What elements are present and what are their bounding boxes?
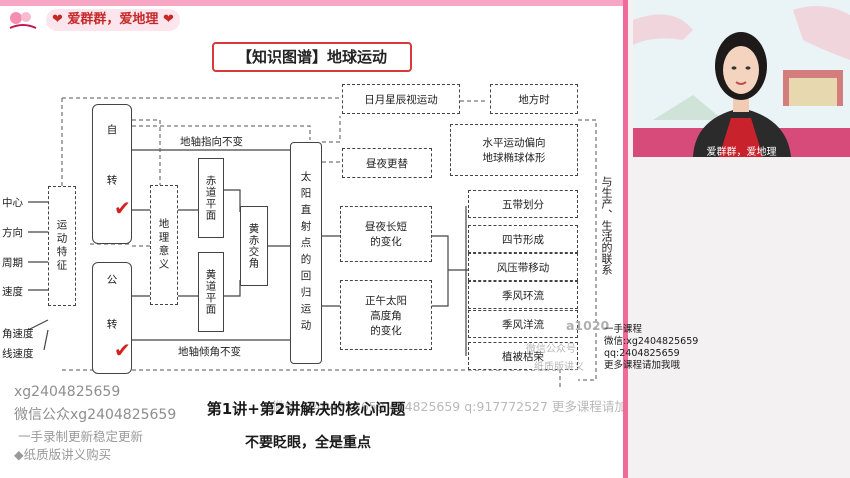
side-note-2: 微信:xg2404825659 [604, 336, 698, 348]
geo-significance-box: 地理意义 [150, 185, 178, 305]
side-note-1: 一手课程 [604, 324, 698, 336]
day-length-line2: 的变化 [370, 234, 402, 249]
noon-sun-box: 正午太阳 高度角 的变化 [340, 280, 432, 350]
watermark-3: 一手录制更新稳定更新 [18, 426, 143, 445]
side-note-4: 更多课程请加我哦 [604, 360, 698, 372]
revolution-check-icon: ✔ [114, 338, 131, 362]
teacher-video-frame [633, 0, 850, 157]
right-item-4-label: 季风环流 [502, 288, 544, 303]
noon-sun-line3: 的变化 [370, 323, 402, 338]
deflection-line1: 水平运动偏向 [483, 135, 546, 150]
noon-sun-line1: 正午太阳 [365, 293, 407, 308]
obliquity-box: 黄赤交角 [240, 206, 268, 286]
left-label-period: 周期 [2, 255, 23, 270]
right-item-5-label: 季风洋流 [502, 317, 544, 332]
deflection-box: 水平运动偏向 地球椭球体形 [450, 124, 578, 176]
day-night-box: 昼夜更替 [342, 148, 432, 178]
noon-sun-line2: 高度角 [370, 308, 402, 323]
watermark-4: ◆纸质版讲义购买 [14, 444, 111, 463]
rotation-check-icon: ✔ [114, 196, 131, 220]
right-item-5: 季风洋流 [468, 310, 578, 338]
subsolar-label: 太阳直射点的回归运动 [299, 171, 314, 336]
axis-direction-label: 地轴指向不变 [180, 134, 243, 149]
geo-significance-label: 地理意义 [157, 218, 172, 272]
sun-moon-stars-label: 日月星辰视运动 [364, 92, 438, 107]
sun-moon-stars-box: 日月星辰视运动 [342, 84, 460, 114]
right-item-4: 季风环流 [468, 281, 578, 309]
equator-plane-box: 赤道平面 [198, 158, 224, 238]
right-item-3: 风压带移动 [468, 253, 578, 281]
left-label-center: 中心 [2, 195, 23, 210]
left-label-linear-speed: 线速度 [2, 346, 34, 361]
life-relation-label: 与生产、生活的联系 [598, 176, 614, 275]
watermark-6: a1020 [566, 318, 609, 333]
lecture-slide: ❤ 爱群群，爱地理 ❤ 【知识图谱】地球运动 [0, 0, 628, 478]
caption-line2: 不要眨眼，全是重点 [200, 432, 416, 452]
ecliptic-plane-box: 黄道平面 [198, 252, 224, 332]
left-label-direction: 方向 [2, 225, 23, 240]
day-length-line1: 昼夜长短 [365, 219, 407, 234]
motion-features-label: 运动特征 [55, 219, 70, 273]
equator-plane-label: 赤道平面 [204, 175, 219, 221]
teacher-video-panel [633, 0, 850, 157]
left-label-angular-speed: 角速度 [2, 326, 34, 341]
caption-line1: 第1讲+第2讲解决的核心问题 [176, 398, 436, 419]
local-time-box: 地方时 [490, 84, 578, 114]
watermark-7: 微信公众号 [526, 340, 576, 355]
motion-features-box: 运动特征 [48, 186, 76, 306]
ecliptic-plane-label: 黄道平面 [204, 269, 219, 315]
day-length-box: 昼夜长短 的变化 [340, 206, 432, 262]
deflection-line2: 地球椭球体形 [483, 150, 546, 165]
watermark-8: 纸质版讲义 [534, 358, 584, 373]
right-item-2-label: 四节形成 [502, 232, 544, 247]
left-label-speed: 速度 [2, 284, 23, 299]
right-item-1: 五带划分 [468, 190, 578, 218]
rotation-box: 自转 [92, 104, 132, 244]
local-time-label: 地方时 [518, 92, 550, 107]
axis-tilt-label: 地轴倾角不变 [178, 344, 241, 359]
day-night-label: 昼夜更替 [366, 156, 408, 171]
right-item-1-label: 五带划分 [502, 197, 544, 212]
right-item-2: 四节形成 [468, 225, 578, 253]
watermark-2: 微信公众xg2404825659 [14, 404, 176, 424]
video-caption: 爱群群，爱地理 [633, 143, 850, 158]
side-notes: 一手课程 微信:xg2404825659 qq:2404825659 更多课程请… [604, 324, 698, 372]
side-note-3: qq:2404825659 [604, 348, 698, 360]
right-item-3-label: 风压带移动 [497, 260, 550, 275]
watermark-1: xg2404825659 [14, 384, 120, 400]
subsolar-box: 太阳直射点的回归运动 [290, 142, 322, 364]
obliquity-label: 黄赤交角 [247, 223, 262, 269]
